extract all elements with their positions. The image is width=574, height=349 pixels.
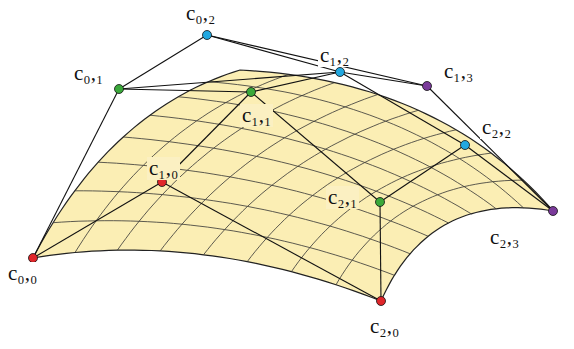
control-point-label: c₀,₂	[184, 2, 217, 25]
control-point	[377, 297, 386, 306]
surface-grid-line	[53, 221, 394, 276]
control-polygon-line	[119, 89, 251, 92]
control-polygon-line	[207, 35, 427, 86]
control-polygon-line	[380, 202, 381, 301]
control-point-label: c₀,₁	[72, 62, 105, 85]
control-point-label: c₂,₁	[326, 186, 359, 209]
control-polygon-line	[465, 145, 553, 211]
control-point-label: c₂,₃	[488, 226, 521, 249]
control-point	[461, 141, 470, 150]
control-point-label: c₂,₂	[480, 116, 513, 139]
control-point	[247, 88, 256, 97]
control-point	[115, 85, 124, 94]
control-point-label: c₁,₃	[442, 60, 475, 83]
control-polygon-line	[33, 182, 162, 258]
control-point-label: c₀,₀	[6, 262, 39, 285]
surface-grid-line	[178, 97, 496, 209]
surface-patch	[33, 70, 553, 301]
control-point	[549, 207, 558, 216]
control-point-label: c₁,₁	[240, 104, 273, 127]
surface-grid-line	[336, 180, 523, 285]
surface-grid-line	[75, 191, 410, 254]
control-point-label: c₁,₂	[318, 44, 351, 67]
control-point-label: c₂,₀	[368, 315, 401, 338]
surface-grid-line	[117, 83, 334, 251]
surface-grid-line	[150, 115, 471, 214]
surface-grid-line	[247, 130, 456, 262]
control-polygon-line	[427, 86, 553, 211]
surface-grid-line	[123, 137, 448, 223]
control-polygon-line	[119, 35, 207, 89]
surface-grid-line	[204, 110, 419, 255]
control-point	[376, 198, 385, 207]
surface-grid-line	[291, 153, 491, 272]
control-point	[336, 68, 345, 77]
surface-grid-line	[75, 74, 289, 252]
control-polygon-line	[380, 145, 465, 202]
control-point-label: c₁,₀	[147, 157, 180, 180]
control-polygon-line	[162, 182, 381, 301]
control-polygon-line	[119, 72, 340, 89]
control-point	[203, 31, 212, 40]
control-point	[423, 82, 432, 91]
surface-grid-line	[208, 82, 523, 208]
